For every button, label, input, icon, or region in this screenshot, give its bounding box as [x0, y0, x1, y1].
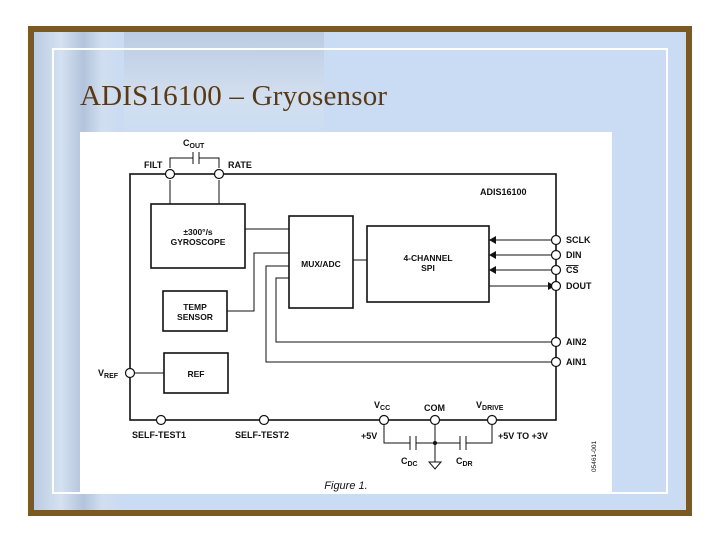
self-test2-pin: [258, 414, 270, 426]
vdrive-label: VDRIVE: [476, 400, 504, 412]
gyroscope-block: [150, 203, 246, 269]
cdr-to-vdrive-wire: [466, 425, 493, 444]
cout-wire: [169, 157, 193, 168]
rate-pin: [213, 168, 225, 180]
sclk-pin: [550, 234, 562, 246]
self-test2-label: SELF-TEST2: [235, 430, 289, 440]
cs-label: CS: [566, 265, 579, 275]
gyroscope-label-line2: GYROSCOPE: [171, 237, 226, 247]
ground-symbol: [427, 461, 443, 470]
self-test1-pin: [155, 414, 167, 426]
spi-label-line1: 4-CHANNEL: [403, 253, 452, 263]
vcc-to-cdc-wire: [383, 425, 410, 444]
temp-sensor-label-line2: SENSOR: [177, 312, 213, 322]
ain1-pin: [550, 356, 562, 368]
com-pin: [429, 414, 441, 426]
dout-label: DOUT: [566, 281, 592, 291]
din-pin: [550, 249, 562, 261]
dout-pin: [550, 280, 562, 292]
self-test1-label: SELF-TEST1: [132, 430, 186, 440]
plus5v-label: +5V: [361, 431, 377, 441]
chip-outline: [129, 173, 557, 421]
com-junction-dot: [433, 441, 437, 445]
figure-caption: Figure 1.: [324, 480, 367, 492]
vcc-pin: [378, 414, 390, 426]
mux-adc-label: MUX/ADC: [301, 259, 341, 269]
temp-sensor-label-line1: TEMP: [183, 302, 207, 312]
ain2-pin: [550, 336, 562, 348]
ain2-label: AIN2: [566, 337, 587, 347]
block-diagram-figure: ADIS16100 ±300°/s GYROSCOPE MUX/ADC 4-CH…: [80, 132, 612, 494]
vdrive-pin: [486, 414, 498, 426]
cs-arrow: [489, 266, 496, 274]
block-diagram-svg: ADIS16100 ±300°/s GYROSCOPE MUX/ADC 4-CH…: [98, 138, 598, 492]
vref-label: VREF: [98, 368, 119, 380]
slide-title: ADIS16100 – Gryosensor: [80, 80, 388, 112]
com-label: COM: [424, 403, 445, 413]
vref-pin: [124, 367, 136, 379]
cs-pin: [550, 264, 562, 276]
gyroscope-label-line1: ±300°/s: [183, 227, 213, 237]
temp-to-mux-wire: [227, 252, 289, 312]
ain1-to-mux-wire: [265, 265, 555, 363]
cdc-label: CDC: [401, 456, 418, 468]
sclk-label: SCLK: [566, 235, 591, 245]
ain1-label: AIN1: [566, 357, 587, 367]
plus5v-to-3v-label: +5V TO +3V: [498, 431, 548, 441]
cout-wire-right: [199, 157, 220, 168]
spi-label-line2: SPI: [421, 263, 435, 273]
cout-label: COUT: [183, 138, 205, 150]
ref-label: REF: [188, 369, 205, 379]
din-label: DIN: [566, 250, 582, 260]
vcc-label: VCC: [374, 400, 390, 412]
chip-name-label: ADIS16100: [480, 187, 527, 197]
mux-adc-block: [288, 215, 354, 309]
figure-code: 05461-001: [591, 441, 598, 472]
background-architecture-image-top: [124, 32, 324, 142]
filt-label: FILT: [144, 160, 163, 170]
ain2-to-mux-wire: [275, 277, 555, 343]
filt-pin: [164, 168, 176, 180]
sclk-arrow: [489, 236, 496, 244]
din-arrow: [489, 251, 496, 259]
cdr-label: CDR: [456, 456, 473, 468]
spi-block: [366, 225, 490, 303]
rate-label: RATE: [228, 160, 252, 170]
